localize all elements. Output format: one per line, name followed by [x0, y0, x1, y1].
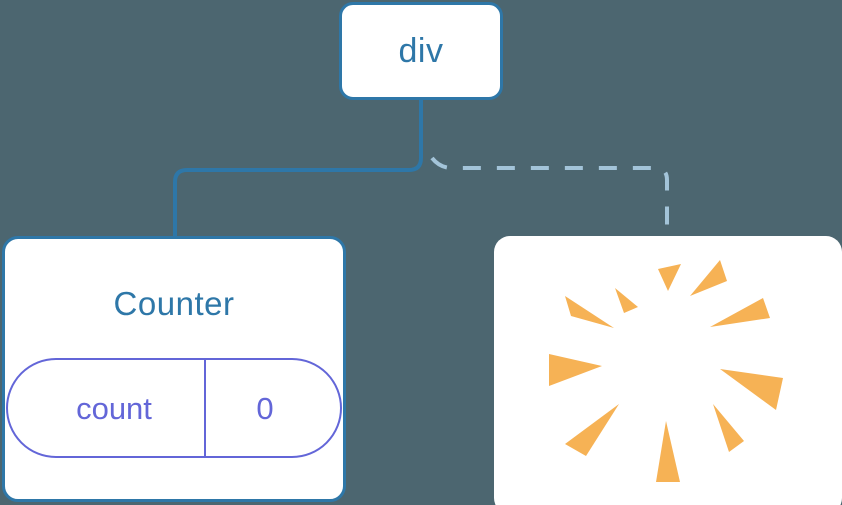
edge-root-to-loading	[430, 156, 669, 237]
node-div-label: div	[398, 32, 444, 70]
spinner-ray-4	[549, 354, 602, 386]
node-counter[interactable]: Counter count 0	[2, 236, 346, 502]
spinner-ray-2	[615, 288, 638, 313]
node-loading-placeholder[interactable]	[494, 236, 842, 505]
spinner-ray-9	[710, 298, 770, 327]
spinner-ray-10	[690, 260, 727, 296]
state-key-label: count	[76, 390, 152, 426]
spinner-rays	[549, 260, 783, 482]
node-div[interactable]: div	[339, 2, 503, 100]
spinner-ray-6	[656, 421, 680, 482]
spinner-ray-5	[565, 404, 619, 456]
state-pill-count[interactable]: count 0	[6, 358, 342, 458]
edge-root-to-counter	[173, 98, 423, 240]
spinner-ray-7	[713, 404, 744, 452]
state-pill-divider	[204, 360, 206, 456]
spinner-ray-1	[658, 264, 681, 291]
spinner-ray-8	[720, 369, 783, 410]
loading-spinner-icon	[538, 244, 798, 492]
spinner-ray-3	[565, 296, 614, 328]
node-counter-label: Counter	[113, 285, 235, 322]
state-value-label: 0	[256, 390, 274, 426]
